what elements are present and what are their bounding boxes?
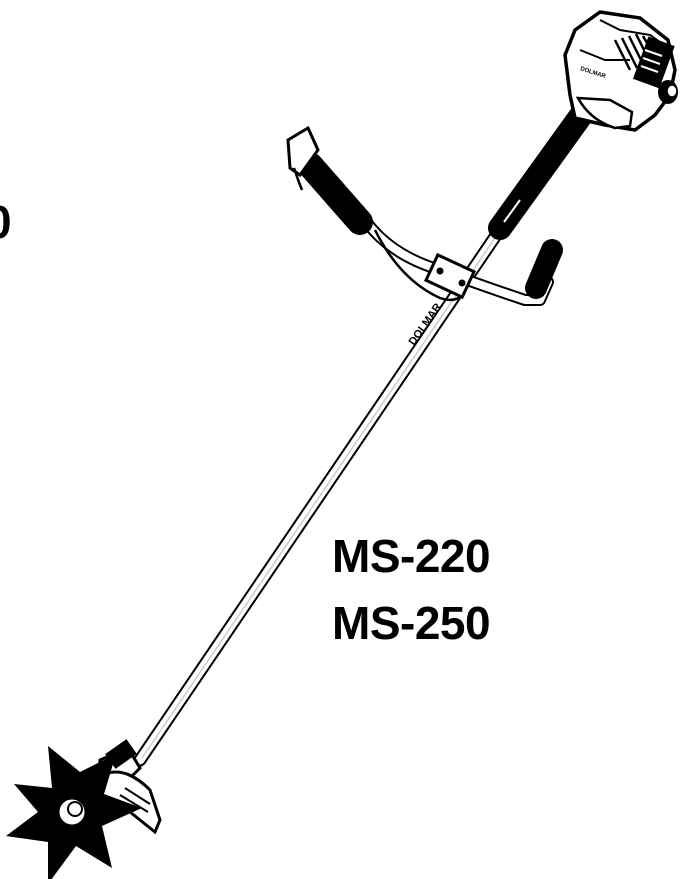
rear-grip <box>488 98 597 240</box>
cutting-blade-icon <box>6 746 142 879</box>
cropped-model-number: 0 <box>0 196 12 248</box>
model-name-2: MS-250 <box>332 597 491 649</box>
handlebar-icon <box>286 125 563 306</box>
model-name-1: MS-220 <box>332 530 491 582</box>
engine-icon: DOLMAR <box>563 10 678 132</box>
